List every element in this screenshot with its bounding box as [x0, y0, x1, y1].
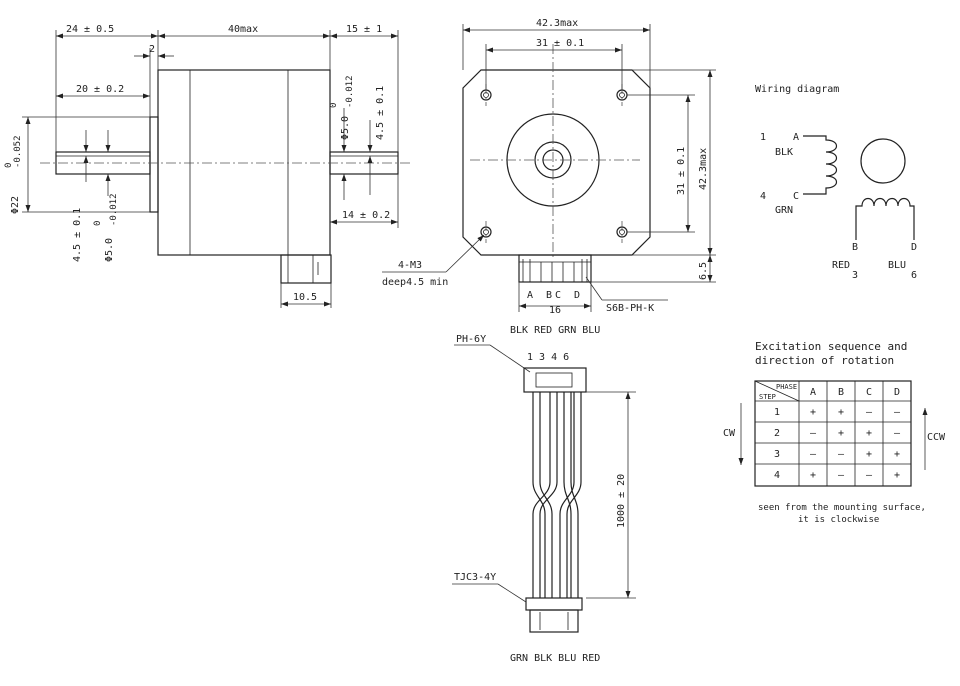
coil-bd	[855, 197, 915, 240]
front-view: 42.3max 31 ± 0.1 31 ± 0.1 42.3max 6.5 4-…	[382, 18, 716, 336]
cable-wires	[532, 392, 582, 598]
step-cell: 1	[774, 407, 780, 418]
pin-numbers: 1 3 4 6	[527, 352, 569, 363]
sequence-cell: +	[894, 470, 900, 481]
dim-105: 10.5	[293, 292, 317, 303]
tjc3-connector	[525, 597, 583, 611]
step-cell: 4	[774, 470, 780, 481]
pilot-boss	[149, 116, 159, 213]
dim-45-left: 4.5 ± 0.1	[72, 208, 83, 262]
wiring-grn: GRN	[775, 205, 793, 216]
pin-b: B	[546, 290, 552, 301]
dim-phi22-upper: 0	[4, 163, 14, 168]
wiring-c: C	[793, 191, 799, 202]
cable-length: 1000 ± 20	[616, 474, 627, 528]
top-connector-label: PH-6Y	[456, 334, 486, 345]
front-wire-colors: BLK RED GRN BLU	[510, 325, 600, 336]
excitation-title-1: Excitation sequence and	[755, 340, 907, 353]
bottom-colors: GRN BLK BLU RED	[510, 653, 600, 664]
wiring-title: Wiring diagram	[755, 84, 839, 95]
dim-16: 16	[549, 305, 561, 316]
sequence-cell: –	[810, 449, 817, 460]
step-cell: 2	[774, 428, 780, 439]
dim-423-height: 42.3max	[698, 148, 709, 190]
sequence-cell: –	[866, 407, 873, 418]
dim-phi22: Φ22	[10, 196, 21, 214]
dim-65: 6.5	[698, 262, 709, 280]
sequence-cell: –	[866, 470, 873, 481]
sequence-cell: +	[810, 407, 816, 418]
hole-label: 4-M3	[398, 260, 422, 271]
sequence-cell: +	[838, 407, 844, 418]
side-view: 24 ± 0.5 40max 15 ± 1 2 20 ± 0.2 Φ22 0 -…	[4, 24, 410, 308]
phase-header: A	[810, 387, 816, 398]
coil-ac	[803, 135, 838, 195]
wiring-red: RED	[832, 260, 850, 271]
dim-phi5-top-lower: -0.012	[345, 75, 355, 108]
wiring-blk: BLK	[775, 147, 793, 158]
connector-housing	[280, 254, 332, 284]
phase-header: C	[866, 387, 872, 398]
sequence-cell: +	[894, 449, 900, 460]
header-phase: PHASE	[776, 383, 797, 391]
sequence-cell: +	[810, 470, 816, 481]
phase-header: D	[894, 387, 900, 398]
dim-20: 20 ± 0.2	[76, 84, 124, 95]
sequence-cell: –	[838, 449, 845, 460]
wiring-b: B	[852, 242, 858, 253]
rotor-symbol	[860, 138, 906, 184]
dim-40: 40max	[228, 24, 258, 35]
dim-phi5-left-lower: -0.012	[109, 193, 119, 226]
sequence-cell: –	[894, 428, 901, 439]
wiring-blu: BLU	[888, 260, 906, 271]
header-step: STEP	[759, 393, 776, 401]
note-line-2: it is clockwise	[798, 515, 879, 525]
note-line-1: seen from the mounting surface,	[758, 503, 926, 513]
wiring-a: A	[793, 132, 799, 143]
cable-assembly: PH-6Y 1 3 4 6 1000 ± 20 TJC3-4	[452, 334, 636, 664]
dim-phi5-left: Φ5.0	[104, 238, 115, 262]
phase-header: B	[838, 387, 844, 398]
dim-phi5-top: Φ5.0	[340, 116, 351, 140]
dim-2: 2	[149, 44, 155, 55]
front-connector	[518, 254, 592, 283]
wiring-n3: 3	[852, 270, 858, 281]
ph6y-connector	[523, 367, 587, 393]
mount-holes	[480, 89, 628, 238]
dim-31-height: 31 ± 0.1	[676, 147, 687, 195]
wiring-d: D	[911, 242, 917, 253]
excitation-table: Excitation sequence and direction of rot…	[723, 340, 946, 525]
pin-a: A	[527, 290, 533, 301]
dim-24: 24 ± 0.5	[66, 24, 114, 35]
dim-phi22-lower: -0.052	[13, 135, 23, 168]
dim-45-top: 4.5 ± 0.1	[375, 86, 386, 140]
motor-body	[157, 69, 331, 256]
step-cell: 3	[774, 449, 780, 460]
sequence-cell: –	[838, 470, 845, 481]
sequence-cell: –	[894, 407, 901, 418]
cw-label: CW	[723, 428, 736, 439]
dim-31-width: 31 ± 0.1	[536, 38, 584, 49]
sequence-cell: +	[866, 428, 872, 439]
wiring-n4: 4	[760, 191, 766, 202]
sequence-cell: +	[866, 449, 872, 460]
dim-phi5-left-upper: 0	[93, 221, 103, 226]
sequence-cell: –	[810, 428, 817, 439]
connector-label: S6B-PH-K	[606, 303, 654, 314]
excitation-title-2: direction of rotation	[755, 354, 894, 367]
bottom-connector-label: TJC3-4Y	[454, 572, 496, 583]
pin-c: C	[555, 290, 561, 301]
dim-phi5-top-upper: 0	[329, 103, 339, 108]
dim-14: 14 ± 0.2	[342, 210, 390, 221]
wiring-n1: 1	[760, 132, 766, 143]
dim-423-width: 42.3max	[536, 18, 578, 29]
pin-d: D	[574, 290, 580, 301]
hole-depth: deep4.5 min	[382, 277, 448, 288]
sequence-cell: +	[838, 428, 844, 439]
ccw-label: CCW	[927, 432, 946, 443]
wiring-diagram: Wiring diagram 1 A BLK 4 C GRN B D RED B…	[755, 84, 917, 281]
wiring-n6: 6	[911, 270, 917, 281]
dim-15: 15 ± 1	[346, 24, 382, 35]
